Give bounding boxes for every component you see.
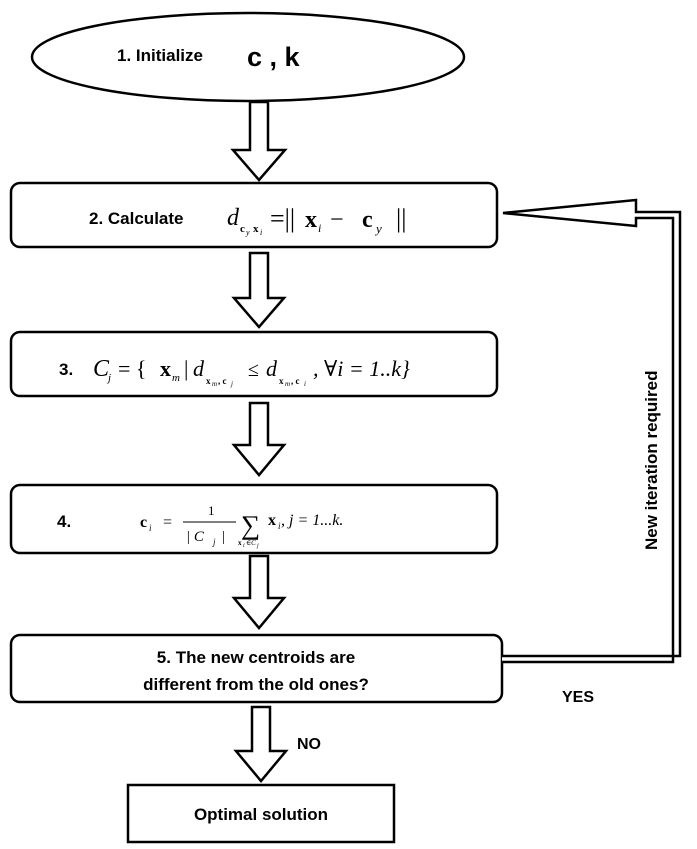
svg-text:x: x: [238, 539, 242, 547]
svg-text:m: m: [172, 372, 180, 384]
yes-label: YES: [562, 689, 594, 706]
svg-text:y: y: [374, 221, 382, 236]
arrow-5-final: [233, 705, 289, 783]
svg-text:C: C: [93, 356, 110, 382]
svg-text:∈C: ∈C: [246, 539, 256, 547]
loop-label: New iteration required: [642, 371, 661, 550]
svg-text:j: j: [230, 380, 233, 388]
svg-text:d: d: [266, 356, 278, 381]
svg-text:= {: = {: [118, 356, 146, 381]
svg-text:i: i: [260, 228, 262, 237]
centroid-formula: c i = 1 | C j | ∑ x i ∈C j x i , j = 1..…: [140, 503, 343, 549]
svg-text:m: m: [212, 380, 217, 388]
assign-label: 3.: [59, 360, 73, 379]
svg-text:=||: =||: [270, 204, 295, 233]
svg-text:−: −: [330, 207, 344, 233]
calculate-node: 2. Calculate d c y x i =|| x i − c y ||: [9, 181, 499, 249]
check-node: 5. The new centroids are different from …: [9, 633, 504, 704]
check-line-1: 5. The new centroids are: [157, 648, 355, 667]
svg-text:=: =: [163, 514, 172, 531]
svg-text:c: c: [240, 223, 245, 235]
svg-text:, c: , c: [291, 376, 300, 386]
svg-text:|: |: [184, 356, 188, 381]
svg-text:||: ||: [396, 204, 406, 233]
svg-text:i: i: [304, 380, 306, 388]
svg-text:x: x: [253, 223, 259, 235]
svg-text:m: m: [285, 380, 290, 388]
svg-text:i: i: [243, 543, 245, 549]
arrow-2-3: [231, 251, 287, 329]
calculate-label: 2. Calculate: [89, 209, 184, 228]
no-label: NO: [297, 736, 321, 753]
svg-text:d: d: [193, 356, 205, 381]
svg-text:i: i: [278, 521, 281, 531]
svg-text:j: j: [106, 372, 111, 384]
svg-text:≤: ≤: [248, 359, 259, 381]
initialize-node: 1. Initialize c , k: [30, 11, 466, 103]
update-label: 4.: [57, 512, 71, 531]
svg-text:d: d: [227, 205, 240, 231]
svg-text:x: x: [268, 512, 276, 529]
svg-text:c: c: [140, 514, 147, 531]
arrow-1-2: [230, 100, 288, 182]
svg-text:c: c: [362, 207, 373, 233]
arrow-4-5: [231, 554, 287, 630]
svg-text:y: y: [245, 228, 250, 237]
check-line-2: different from the old ones?: [143, 675, 369, 694]
svg-text:i: i: [149, 523, 152, 533]
arrow-3-4: [231, 401, 287, 477]
svg-text:, c: , c: [218, 376, 227, 386]
svg-text:x: x: [160, 356, 171, 381]
svg-text:j: j: [212, 537, 216, 547]
distance-formula: d c y x i =|| x i − c y ||: [227, 204, 406, 237]
final-label: Optimal solution: [194, 805, 328, 824]
svg-text:, j = 1...k.: , j = 1...k.: [281, 512, 343, 529]
assign-node: 3. C j = { x m | d x m , c j ≤ d x m , c…: [9, 330, 499, 398]
svg-text:∑: ∑: [241, 510, 260, 540]
update-node: 4. c i = 1 | C j | ∑ x i ∈C j x i , j = …: [9, 483, 499, 555]
final-node: Optimal solution: [126, 783, 396, 844]
svg-text:, ∀i = 1..k}: , ∀i = 1..k}: [313, 356, 410, 381]
initialize-vars: c , k: [247, 42, 301, 72]
cluster-formula: C j = { x m | d x m , c j ≤ d x m , c i …: [93, 356, 410, 388]
svg-text:x: x: [206, 376, 211, 386]
svg-text:i: i: [318, 221, 321, 235]
svg-text:1: 1: [208, 503, 215, 518]
svg-text:x: x: [279, 376, 284, 386]
svg-text:| C: | C: [186, 529, 205, 545]
initialize-label: 1. Initialize: [117, 46, 203, 65]
svg-text:j: j: [256, 543, 259, 549]
svg-text:x: x: [305, 207, 317, 233]
svg-text:|: |: [222, 529, 225, 545]
loop-back-arrow: [502, 198, 682, 664]
